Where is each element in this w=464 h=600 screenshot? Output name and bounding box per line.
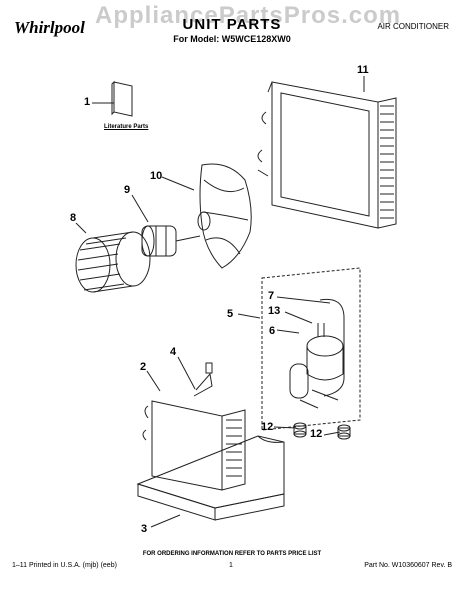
- print-info: 1–11 Printed in U.S.A. (mjb) (eeb): [12, 562, 117, 569]
- compressor-assembly: [261, 267, 361, 431]
- leader-6: [276, 329, 300, 334]
- callout-7: 7: [268, 290, 275, 302]
- fan-blade: [197, 163, 252, 269]
- leader-8: [75, 222, 87, 234]
- literature-parts-label: Literature Parts: [104, 124, 149, 130]
- callout-10: 10: [150, 170, 163, 182]
- leader-13: [284, 311, 313, 324]
- leader-12b: [323, 431, 341, 436]
- leader-10: [161, 176, 195, 191]
- thermostat-tube: [193, 362, 213, 397]
- callout-12b: 12: [310, 428, 323, 440]
- leader-5: [237, 313, 261, 319]
- leader-4: [177, 356, 196, 390]
- callout-13: 13: [268, 305, 281, 317]
- fan-motor: [141, 225, 201, 257]
- leader-2: [146, 370, 161, 392]
- model-subtitle: For Model: W5WCE128XW0: [173, 34, 291, 44]
- blower-wheel: [75, 231, 151, 293]
- evaporator-coil: [142, 400, 246, 491]
- part-number: Part No. W10360607 Rev. B: [364, 562, 452, 569]
- callout-9: 9: [124, 184, 131, 196]
- watermark: AppliancePartsPros.com: [95, 2, 402, 29]
- callout-1: 1: [84, 96, 91, 108]
- callout-5: 5: [227, 308, 234, 320]
- callout-2: 2: [140, 361, 147, 373]
- literature-booklet: [111, 80, 133, 117]
- leader-9: [131, 194, 149, 223]
- condenser-coil: [257, 81, 397, 229]
- base-pan: [136, 435, 285, 521]
- page-number: 1: [229, 562, 233, 569]
- leader-3: [150, 514, 181, 528]
- callout-4: 4: [170, 346, 177, 358]
- brand-logo: Whirlpool: [14, 18, 85, 37]
- callout-6: 6: [269, 325, 276, 337]
- callout-3: 3: [141, 523, 148, 535]
- callout-11: 11: [357, 64, 369, 76]
- leader-7: [276, 296, 331, 304]
- callout-12a: 12: [261, 421, 274, 433]
- mount-grommet-left: [293, 422, 307, 438]
- appliance-category: AIR CONDITIONER: [377, 22, 449, 31]
- callout-8: 8: [70, 212, 77, 224]
- page-title: UNIT PARTS: [182, 16, 282, 33]
- ordering-info: FOR ORDERING INFORMATION REFER TO PARTS …: [142, 551, 322, 557]
- mount-grommet-right: [337, 424, 351, 440]
